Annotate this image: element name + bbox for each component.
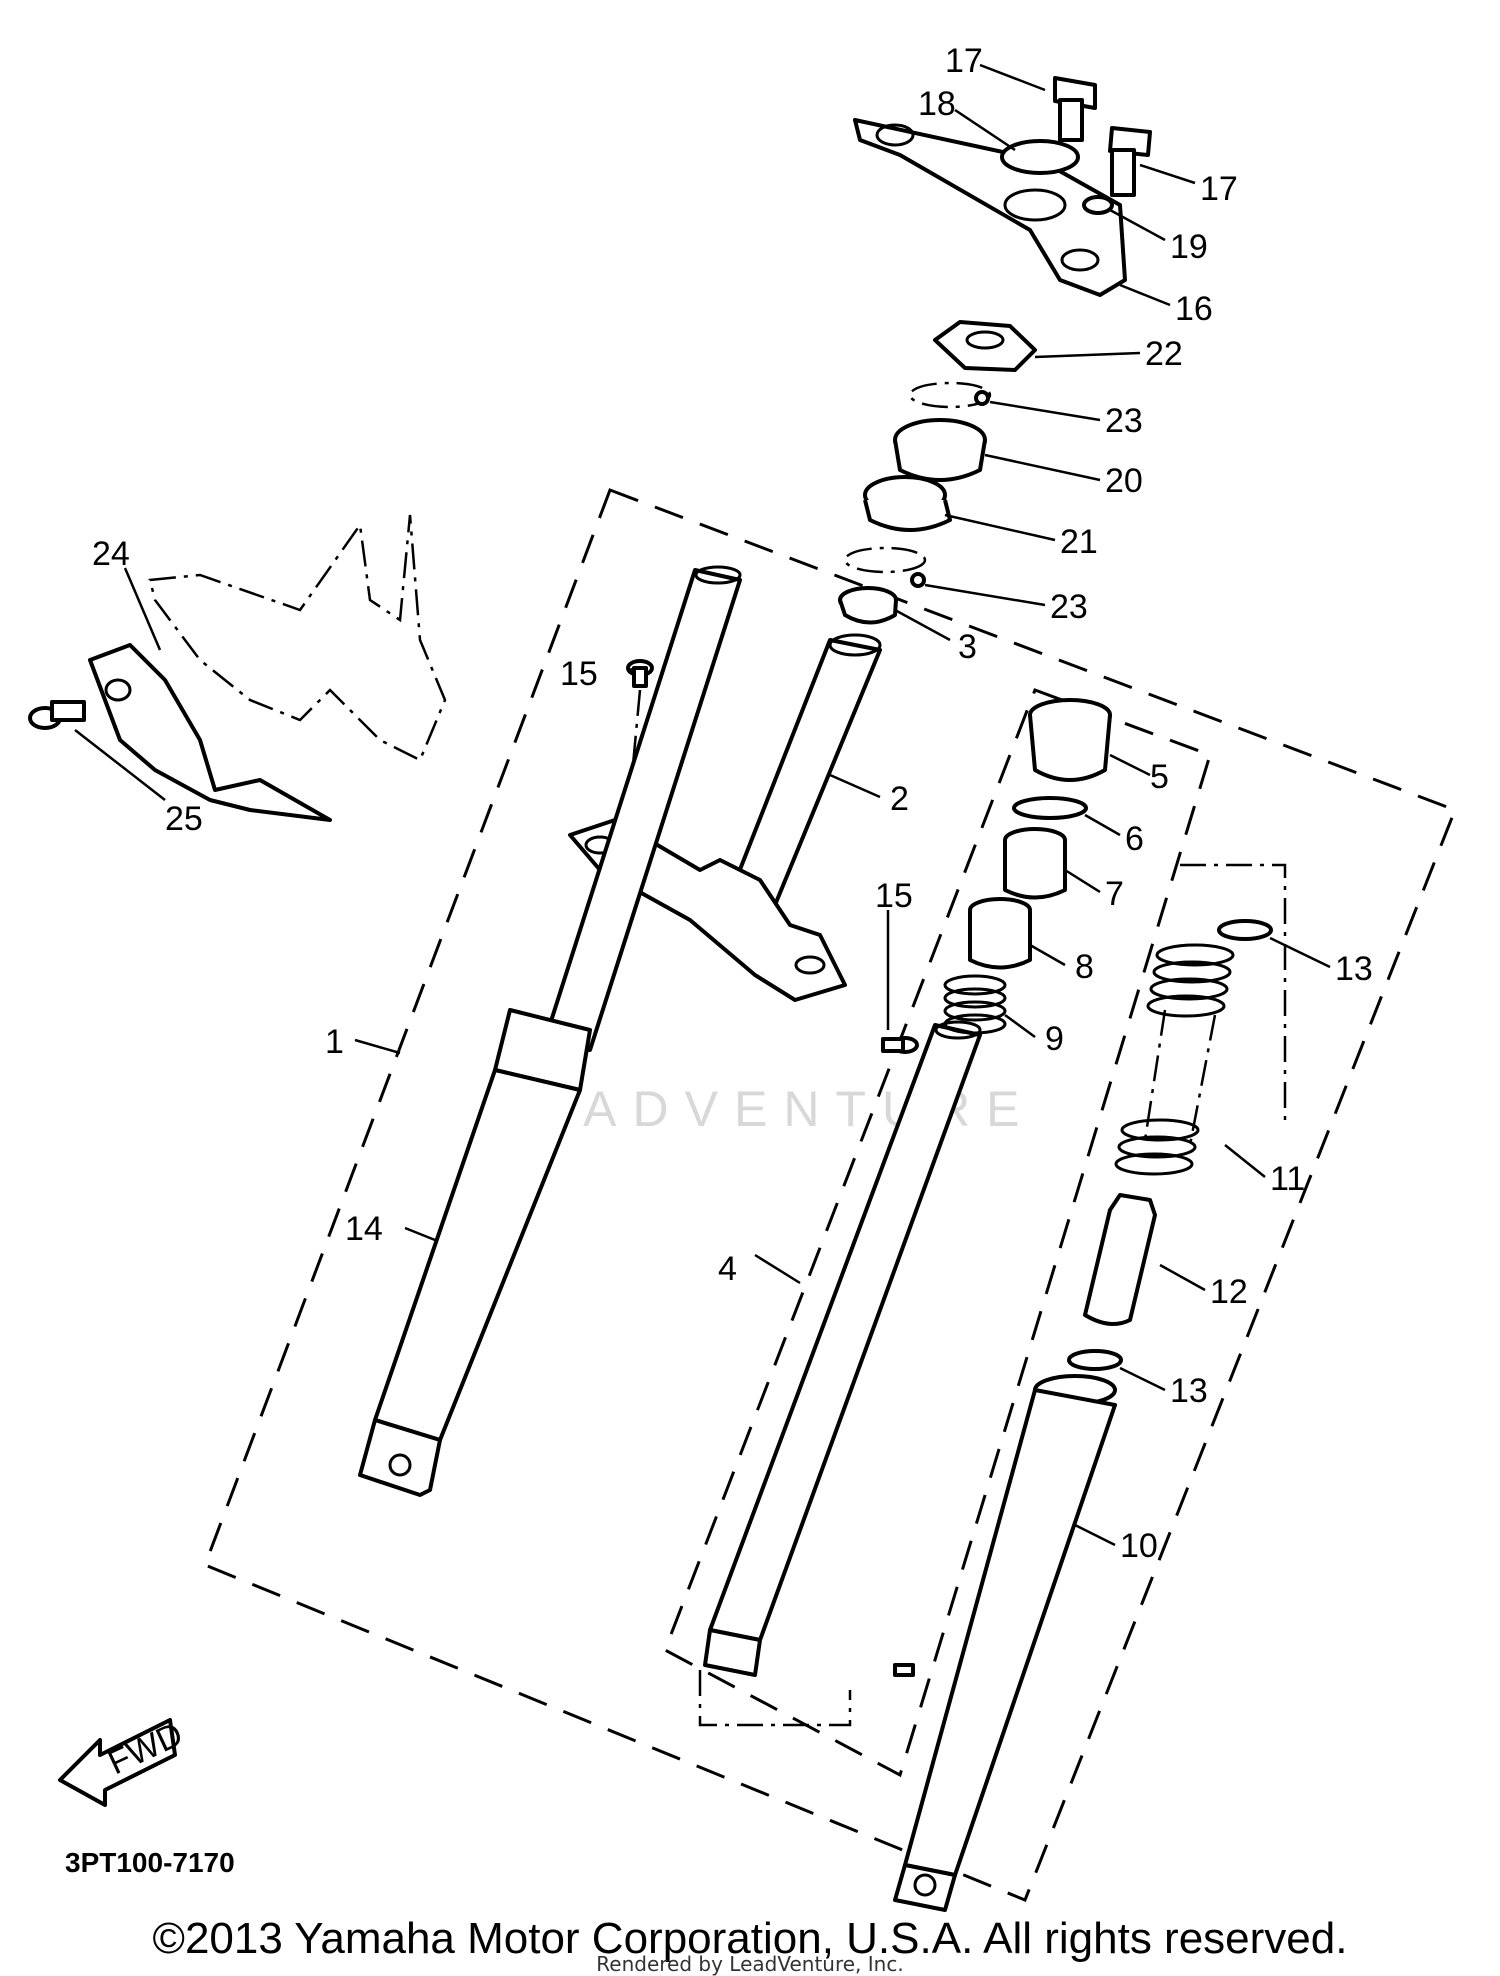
callout-20: 20 (1105, 462, 1143, 500)
callout-23a: 23 (1105, 402, 1143, 440)
washer-13-upper-part (1217, 919, 1273, 941)
inner-tube-part (703, 1020, 982, 1677)
top-bracket-part (853, 118, 1127, 297)
bolt-part-right (1108, 126, 1152, 197)
oil-seal-part (1028, 698, 1112, 782)
ball-race-lower-part (843, 546, 927, 588)
callout-3: 3 (958, 628, 977, 666)
assembly-boundary-damper (1180, 863, 1287, 1120)
callout-15a: 15 (560, 655, 598, 693)
callout-17b: 17 (1200, 170, 1238, 208)
diagram-code: 3PT100-7170 (65, 1847, 235, 1878)
callout-9: 9 (1045, 1020, 1064, 1058)
assembly-boundary-tube (698, 1670, 852, 1727)
bushing-8-part (968, 897, 1032, 970)
callout-11: 11 (1270, 1160, 1305, 1198)
assembly-boundary-outer (203, 488, 1457, 1902)
fwd-arrow-icon (58, 1718, 177, 1807)
callout-19: 19 (1170, 228, 1208, 266)
callout-6: 6 (1125, 820, 1144, 858)
spring-9-part (943, 974, 1007, 1035)
ring-nut-part (933, 320, 1037, 372)
copyright-text: ©2013 Yamaha Motor Corporation, U.S.A. A… (152, 1914, 1348, 1963)
callout-1: 1 (325, 1023, 344, 1061)
washer-19-part (1082, 195, 1114, 215)
bolt-25-part (28, 700, 86, 730)
bearing-3-part (838, 586, 898, 625)
bolt-15-upper-part (626, 659, 654, 688)
bearing-race-20-part (893, 418, 987, 482)
washer-18-part (1000, 139, 1080, 175)
callout-13a: 13 (1335, 950, 1373, 988)
callout-8: 8 (1075, 948, 1094, 986)
callout-12: 12 (1210, 1273, 1248, 1311)
cover-part (88, 643, 332, 822)
washer-13-lower-part (1067, 1349, 1123, 1371)
callout-14: 14 (345, 1210, 383, 1248)
callout-24: 24 (92, 535, 130, 573)
steering-stem-part (728, 633, 882, 907)
callout-10: 10 (1120, 1527, 1158, 1565)
leader-lines (74, 63, 1331, 1547)
callout-13b: 13 (1170, 1372, 1208, 1410)
callout-7: 7 (1105, 875, 1124, 913)
outer-tube-part (893, 1374, 1117, 1912)
fork-left-part (358, 565, 742, 1497)
circlip-part (1012, 796, 1088, 820)
callout-22: 22 (1145, 335, 1183, 373)
callout-2: 2 (890, 780, 909, 818)
callout-5: 5 (1150, 758, 1169, 796)
fork-spring-part (1114, 943, 1235, 1176)
ball-race-upper-part (908, 381, 992, 409)
spacer-part (1083, 1193, 1157, 1326)
rendered-by-text: Rendered by LeadVenture, Inc. (596, 1952, 904, 1976)
callout-17a: 17 (945, 42, 983, 80)
callout-labels: 17 18 17 19 16 22 23 20 21 23 3 2 5 6 7 … (92, 42, 1373, 1565)
bolt-15-lower-part (881, 1036, 919, 1054)
callout-16: 16 (1175, 290, 1213, 328)
callout-4: 4 (718, 1250, 737, 1288)
bearing-race-21-part (863, 475, 952, 532)
assembly-boundary-inner (663, 688, 1212, 1778)
callout-15b: 15 (875, 877, 913, 915)
callout-25: 25 (165, 800, 203, 838)
frame-outline (148, 514, 447, 762)
fwd-label: FWD (102, 1715, 188, 1782)
bolt-part-left (1053, 76, 1097, 142)
callout-18: 18 (918, 85, 956, 123)
callout-21: 21 (1060, 523, 1098, 561)
callout-23b: 23 (1050, 588, 1088, 626)
bushing-7-part (1003, 827, 1067, 900)
